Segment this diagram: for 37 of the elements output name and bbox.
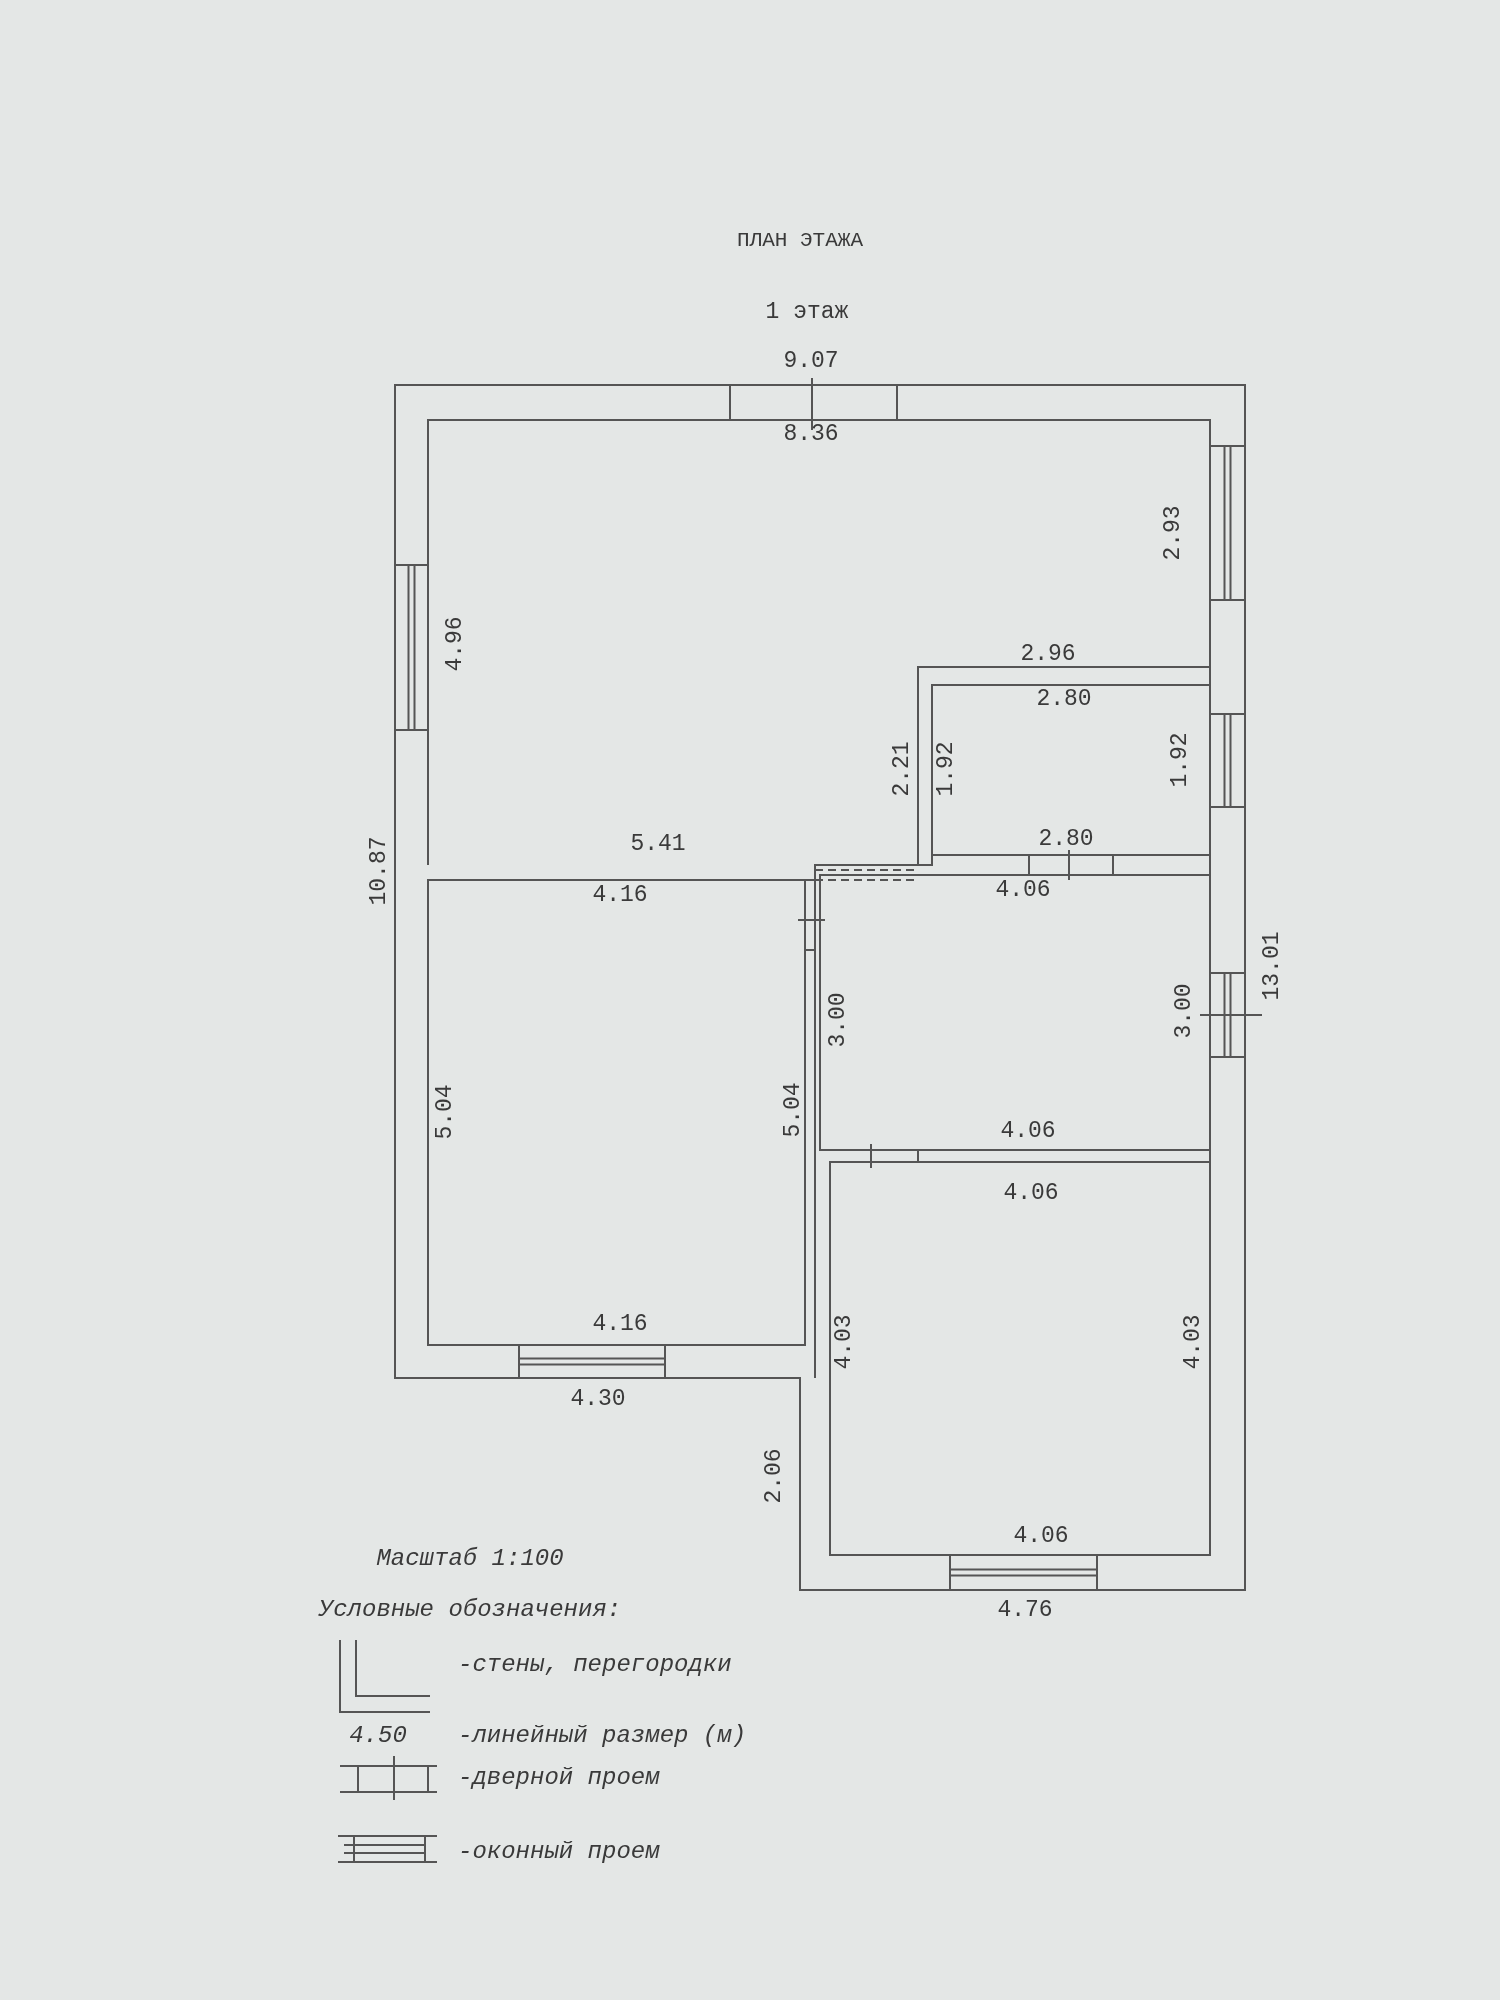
dimension-label: 10.87 (367, 836, 391, 906)
dimension-label: 5.04 (781, 1082, 805, 1138)
note-text: 4.50 (349, 1724, 407, 1748)
dimension-label: 3.00 (1172, 983, 1196, 1039)
dimension-label: 4.06 (1000, 1119, 1056, 1143)
dimension-label: 2.21 (890, 741, 914, 797)
dimension-label: 4.16 (592, 883, 648, 907)
dimension-label: 2.80 (1036, 687, 1092, 711)
dimension-label: 4.06 (1013, 1524, 1069, 1548)
plan-title: ПЛАН ЭТАЖА (737, 229, 863, 251)
dimension-label: 4.96 (443, 616, 467, 672)
dimension-label: 4.06 (995, 878, 1051, 902)
legend-text: -стены, перегородки (458, 1653, 732, 1677)
dimension-label: 2.06 (762, 1448, 786, 1504)
dimension-label: 1.92 (934, 741, 958, 797)
dimension-label: 5.41 (630, 832, 686, 856)
note-text: Масштаб 1:100 (376, 1547, 564, 1571)
note-text: Условные обозначения: (318, 1598, 622, 1622)
dimension-label: 4.76 (997, 1598, 1053, 1622)
dimension-label: 9.07 (783, 349, 839, 373)
dimension-label: 8.36 (783, 422, 839, 446)
dimension-label: 2.96 (1020, 642, 1076, 666)
dimension-label: 2.80 (1038, 827, 1094, 851)
dimension-label: 1.92 (1168, 732, 1192, 788)
dimension-label: 4.03 (1181, 1314, 1205, 1370)
legend-text: -оконный проем (458, 1840, 660, 1864)
floor-label: 1 этаж (765, 300, 849, 324)
dimension-label: 2.93 (1161, 505, 1185, 561)
dimension-label: 4.03 (832, 1314, 856, 1370)
dimension-label: 4.16 (592, 1312, 648, 1336)
dimension-label: 4.30 (570, 1387, 626, 1411)
dimension-label: 4.06 (1003, 1181, 1059, 1205)
dimension-label: 13.01 (1260, 931, 1284, 1001)
dimension-label: 3.00 (826, 992, 850, 1048)
legend-text: -линейный размер (м) (458, 1724, 747, 1748)
legend-text: -дверной проем (458, 1766, 660, 1790)
dimension-label: 5.04 (433, 1084, 457, 1140)
